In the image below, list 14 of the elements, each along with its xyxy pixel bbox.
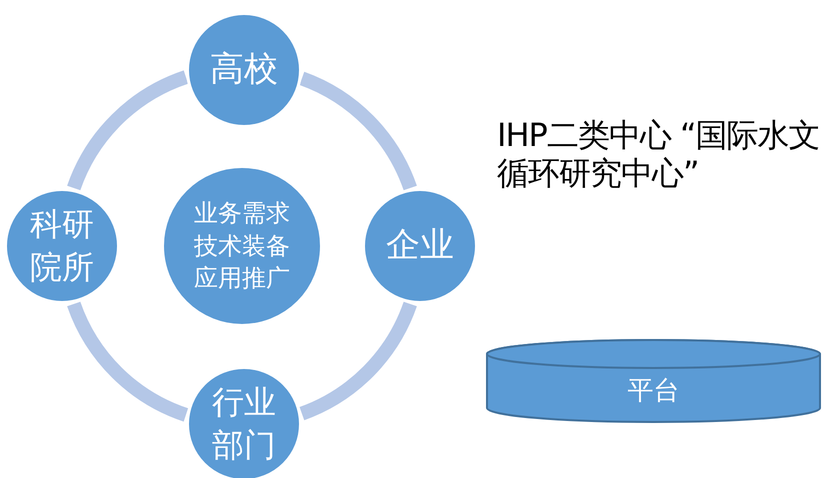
node-text: 应用推广 <box>194 263 290 294</box>
node-text: 平台 <box>628 375 680 408</box>
ring-arc <box>67 301 188 422</box>
ring-arc <box>67 70 188 191</box>
node-text: 企业 <box>386 224 454 268</box>
node-text: 科研院所 <box>29 204 95 288</box>
title-text: IHP二类中心 “国际水文循环研究中心” <box>497 116 821 192</box>
cylinder-node <box>485 338 822 424</box>
node-text: 业务需求 <box>194 198 290 230</box>
ring-arc <box>299 301 417 420</box>
node-text: 技术装备 <box>194 230 290 262</box>
ring-arc <box>299 72 417 191</box>
node-text: 行业部门 <box>211 382 277 466</box>
node-text: 高校 <box>210 48 278 92</box>
